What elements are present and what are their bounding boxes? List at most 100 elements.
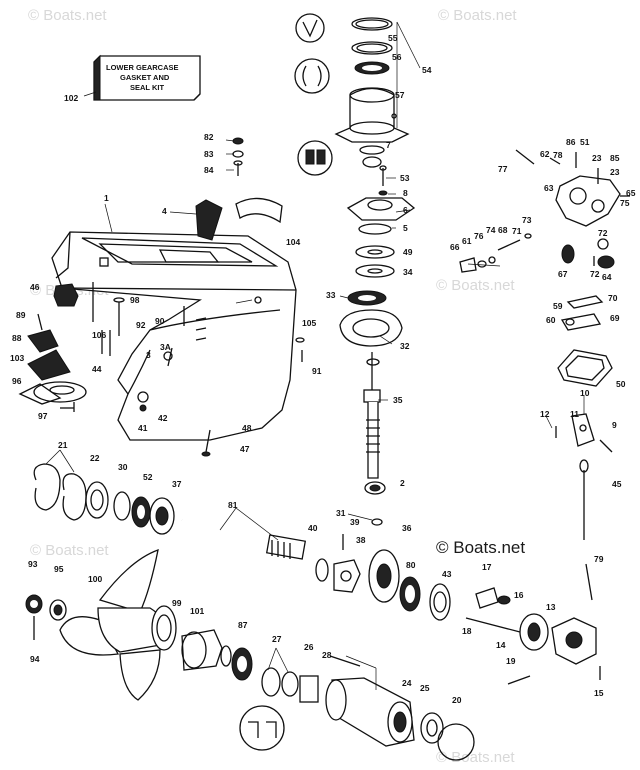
callout: 23 [592, 153, 602, 163]
callout: 80 [406, 560, 416, 570]
callout: 106 [92, 330, 106, 340]
callout: 86 [566, 137, 576, 147]
callout: 40 [308, 523, 318, 533]
callout: 21 [58, 440, 68, 450]
callout: 17 [482, 562, 492, 572]
callout: 61 [462, 236, 472, 246]
callout: 19 [506, 656, 516, 666]
callout: 64 [602, 272, 612, 282]
callout: 47 [240, 444, 250, 454]
watermark: © Boats.net [28, 7, 107, 24]
callout: 38 [356, 535, 366, 545]
callout: 57 [395, 90, 405, 100]
top-seal-stack [294, 13, 421, 176]
callout: 9 [612, 420, 617, 430]
callout: 18 [462, 626, 472, 636]
callout: 98 [130, 295, 140, 305]
callout: 92 [136, 320, 146, 330]
callout: 13 [546, 602, 556, 612]
kit-label-line3: SEAL KIT [130, 83, 164, 92]
callout: 67 [558, 269, 568, 279]
callout: 3A [160, 342, 171, 352]
callout: 81 [228, 500, 238, 510]
callout: 102 [64, 93, 78, 103]
callout: 78 [553, 150, 563, 160]
callout: 36 [402, 523, 412, 533]
gear-clutch-set [315, 518, 451, 621]
callout: 14 [496, 640, 506, 650]
watermark: © Boats.net [30, 542, 109, 559]
callout: 73 [522, 215, 532, 225]
watermark: © Boats.net [436, 749, 515, 766]
callout: 31 [336, 508, 346, 518]
callout: 46 [30, 282, 40, 292]
callout: 69 [610, 313, 620, 323]
callout: 71 [512, 226, 522, 236]
callout: 56 [392, 52, 402, 62]
kit-label-line2: GASKET AND [120, 73, 170, 82]
callout: 32 [400, 341, 410, 351]
callout: 49 [403, 247, 413, 257]
driveshaft-housing-stack [339, 165, 416, 347]
callout: 101 [190, 606, 204, 616]
callout: 97 [38, 411, 48, 421]
callout: 66 [450, 242, 460, 252]
leader-lines [45, 91, 585, 690]
bearing-housing-13-14 [519, 613, 601, 680]
thrust-hub-bushings [181, 629, 299, 751]
callout: 99 [172, 598, 182, 608]
watermark: © Boats.net [436, 277, 515, 294]
callout: 52 [143, 472, 153, 482]
watermark: © Boats.net [438, 7, 517, 24]
callout: 72 [590, 269, 600, 279]
callout: 100 [88, 574, 102, 584]
callout: 50 [616, 379, 626, 389]
kit-label-line1: LOWER GEARCASE [106, 63, 179, 72]
callout: 11 [570, 409, 579, 419]
callout: 75 [620, 198, 630, 208]
shift-linkage-plates [560, 295, 604, 331]
callout: 91 [312, 366, 322, 376]
callout: 60 [546, 315, 556, 325]
callout: 79 [594, 554, 604, 564]
callout: 8 [403, 188, 408, 198]
propeller-shaft [181, 518, 307, 560]
callout: 44 [92, 364, 102, 374]
center-watermark: © Boats.net [436, 538, 525, 557]
callout: 105 [302, 318, 316, 328]
callout: 62 [540, 149, 550, 159]
callout: 33 [326, 290, 336, 300]
callout: 70 [608, 293, 618, 303]
callout: 3 [146, 350, 151, 360]
callout: 37 [172, 479, 182, 489]
callout: 94 [30, 654, 40, 664]
callout: 85 [610, 153, 620, 163]
callout: 10 [580, 388, 590, 398]
callout: 90 [155, 316, 165, 326]
callout: 26 [304, 642, 314, 652]
callout: 30 [118, 462, 128, 472]
driveshaft [363, 352, 386, 495]
prop-nut-hardware [25, 594, 67, 640]
callout: 72 [598, 228, 608, 238]
callout: 104 [286, 237, 300, 247]
gearcase-housing [51, 231, 297, 457]
callout: 7 [386, 140, 391, 150]
bearing-carrier-parts [33, 463, 175, 535]
callout: 103 [10, 353, 24, 363]
callout: 4 [162, 206, 167, 216]
callout: 51 [580, 137, 590, 147]
shift-lever-parts [465, 563, 593, 685]
mounting-hardware-left [27, 282, 305, 381]
callout: 15 [594, 688, 604, 698]
trim-fin-assembly [18, 381, 87, 412]
callout: 34 [403, 267, 413, 277]
callout: 76 [474, 231, 484, 241]
callout: 95 [54, 564, 64, 574]
callout: 53 [400, 173, 410, 183]
gear-housing-rear [299, 655, 475, 761]
callout: 87 [238, 620, 248, 630]
callout: 89 [16, 310, 26, 320]
callout: 16 [514, 590, 524, 600]
callout: 22 [90, 453, 100, 463]
